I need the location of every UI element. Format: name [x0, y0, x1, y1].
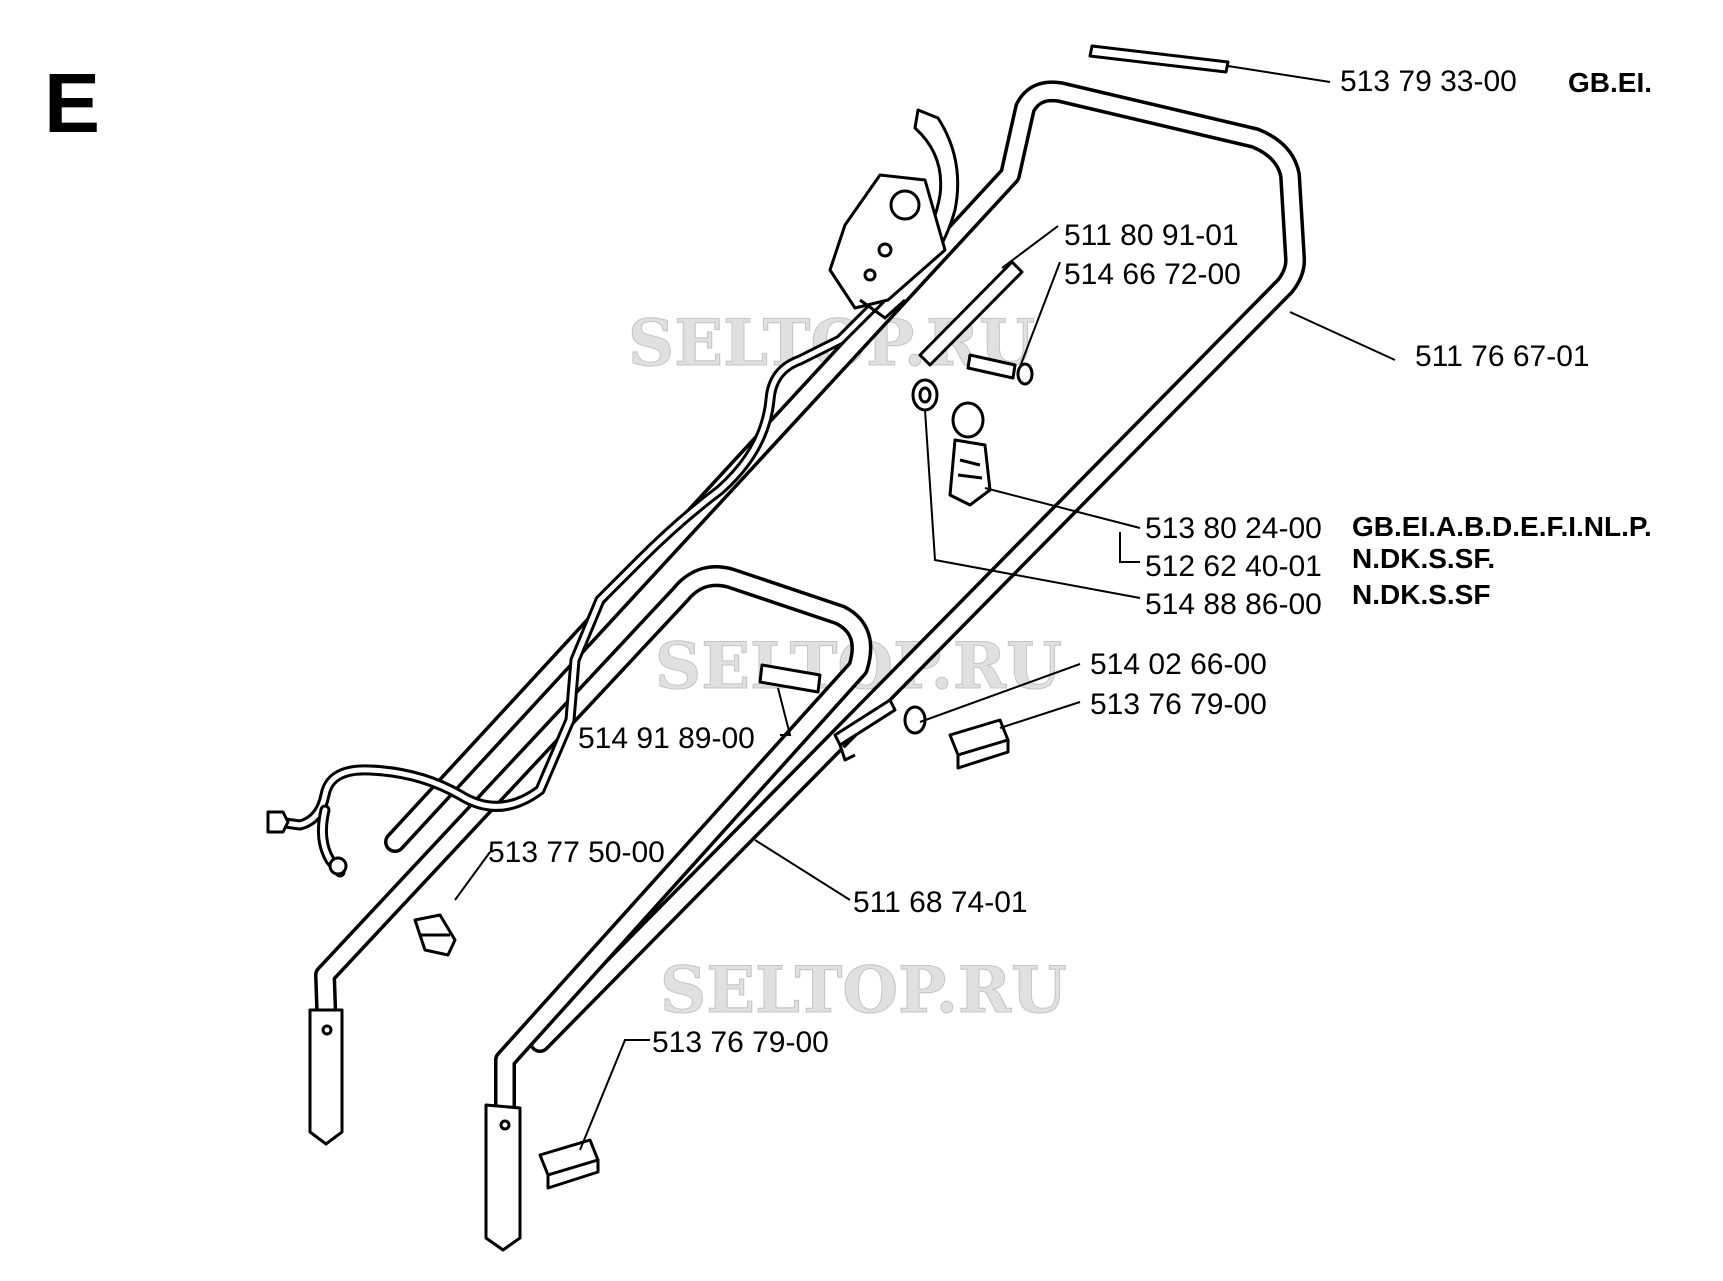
bolt	[966, 353, 1034, 386]
watermark: SELTOP.RU	[660, 953, 1067, 1028]
part-number: 511 68 74-01	[853, 886, 1028, 919]
country-codes: GB.EI.	[1568, 67, 1652, 98]
washer	[911, 378, 939, 412]
section-letter: E	[44, 56, 100, 150]
cable-bracket	[918, 260, 1024, 367]
part-number: 513 80 24-00	[1145, 512, 1322, 545]
part-callout: 514 88 86-00 N.DK.S.SF	[1145, 579, 1490, 621]
country-codes: N.DK.S.SF.	[1352, 543, 1495, 574]
part-number: 514 66 72-00	[1064, 258, 1241, 291]
leader-lines	[454, 65, 1396, 1151]
part-number: 514 02 66-00	[1090, 648, 1267, 681]
part-number: 514 88 86-00	[1145, 588, 1322, 621]
country-codes: N.DK.S.SF	[1352, 579, 1490, 610]
bracket-plate	[833, 698, 897, 747]
country-codes: GB.EI.A.B.D.E.F.I.NL.P.	[1352, 511, 1652, 542]
cable-terminal	[266, 810, 290, 834]
cable-clip	[413, 913, 457, 957]
part-callout: 513 80 24-00 GB.EI.A.B.D.E.F.I.NL.P.	[1145, 511, 1652, 545]
clamp-knob-lower	[538, 1138, 600, 1190]
part-number: 511 76 67-01	[1415, 340, 1590, 373]
part-number: 511 80 91-01	[1064, 219, 1239, 252]
part-number: 513 77 50-00	[488, 836, 665, 869]
part-number: 512 62 40-01	[1145, 550, 1322, 583]
nut	[903, 705, 927, 735]
part-number: 513 76 79-00	[652, 1026, 829, 1059]
part-number: 514 91 89-00	[578, 722, 755, 755]
part-callout: 513 79 33-00 GB.EI.	[1340, 65, 1652, 98]
handle-decal	[1088, 44, 1230, 74]
handle-knob	[948, 401, 992, 507]
lower-handle-tube	[314, 565, 873, 1243]
part-number: 513 79 33-00	[1340, 65, 1517, 98]
left-handle-foot	[308, 1008, 344, 1146]
part-number: 513 76 79-00	[1090, 688, 1267, 721]
cable-ring-terminal	[328, 856, 348, 876]
handle-grip	[758, 663, 822, 694]
upper-handle-tube	[384, 80, 1307, 1053]
brake-lever	[828, 108, 960, 320]
part-callout: 512 62 40-01 N.DK.S.SF.	[1145, 543, 1495, 583]
clamp-knob	[948, 718, 1010, 770]
right-handle-foot	[484, 1103, 522, 1252]
starter-cable	[272, 294, 886, 878]
